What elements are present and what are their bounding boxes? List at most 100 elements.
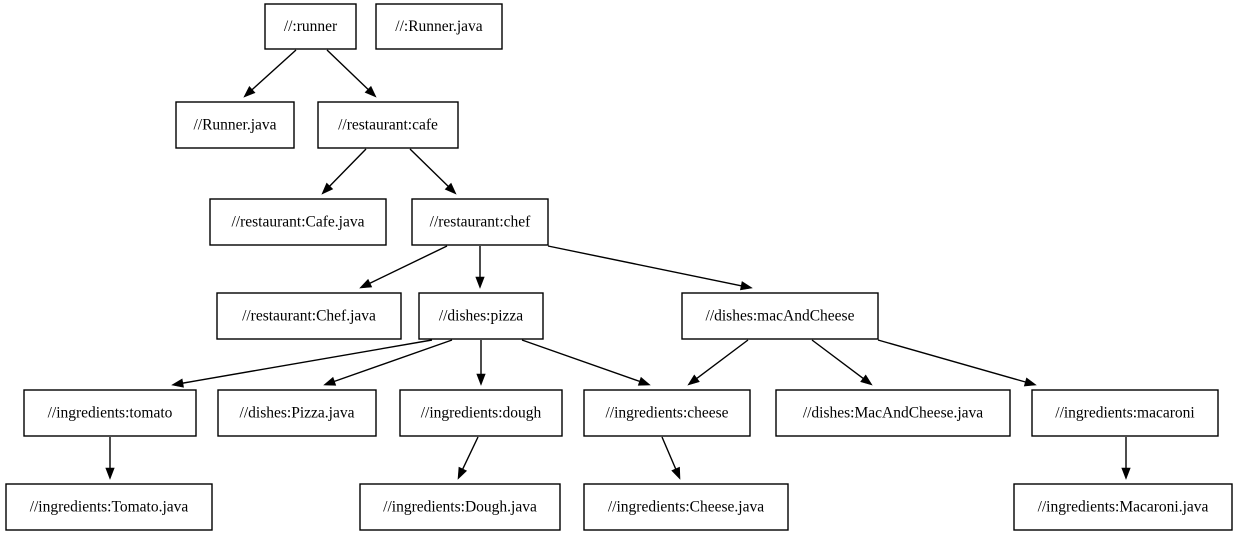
graph-edge: //ingredients:tomato → //ingredients:Tom… xyxy=(105,437,115,480)
edge-line xyxy=(811,339,864,379)
node-box[interactable] xyxy=(411,198,549,246)
edge-line xyxy=(369,245,448,284)
edge-line xyxy=(326,49,369,90)
node-box[interactable] xyxy=(681,292,879,340)
edge-arrowhead-icon xyxy=(323,376,337,386)
graph-edge: //dishes:macAndCheese → //dishes:MacAndC… xyxy=(811,339,873,386)
graph-node-mac_java[interactable]: //dishes:MacAndCheese.java xyxy=(775,389,1011,437)
graph-node-macaroni_java[interactable]: //ingredients:Macaroni.java xyxy=(1013,483,1233,531)
edge-arrowhead-icon xyxy=(687,374,700,386)
node-label: //ingredients:Cheese.java xyxy=(608,499,764,516)
edge-line xyxy=(877,339,1026,383)
graph-node-runner_java[interactable]: //Runner.java xyxy=(175,101,295,149)
graph-edge: //restaurant:cafe → //restaurant:chef xyxy=(409,148,457,195)
node-label: //dishes:Pizza.java xyxy=(240,405,355,422)
graph-node-ing_macaroni[interactable]: //ingredients:macaroni xyxy=(1031,389,1219,437)
edge-arrowhead-icon xyxy=(739,281,753,291)
node-box[interactable] xyxy=(23,389,197,437)
node-box[interactable] xyxy=(418,292,544,340)
edge-line xyxy=(547,245,742,287)
graph-edge: //ingredients:macaroni → //ingredients:M… xyxy=(1121,437,1131,480)
graph-node-restaurant_cafe[interactable]: //restaurant:cafe xyxy=(317,101,459,149)
graph-node-dough_java[interactable]: //ingredients:Dough.java xyxy=(359,483,561,531)
node-box[interactable] xyxy=(175,101,295,149)
graph-edge: //dishes:pizza → //ingredients:dough xyxy=(476,340,486,386)
edge-arrowhead-icon xyxy=(243,85,256,98)
node-box[interactable] xyxy=(775,389,1011,437)
graph-node-cheese_java[interactable]: //ingredients:Cheese.java xyxy=(583,483,789,531)
graph-edge: //restaurant:chef → //dishes:macAndChees… xyxy=(547,245,753,291)
graph-edge: //ingredients:dough → //ingredients:Doug… xyxy=(457,436,479,480)
edge-line xyxy=(462,436,479,470)
edge-arrowhead-icon xyxy=(860,374,873,386)
edge-line xyxy=(661,436,677,470)
node-box[interactable] xyxy=(375,3,503,50)
edge-arrowhead-icon xyxy=(1121,467,1131,480)
graph-node-restaurant_chef[interactable]: //restaurant:chef xyxy=(411,198,549,246)
graph-edge: //restaurant:cafe → //restaurant:Cafe.ja… xyxy=(321,148,367,195)
node-box[interactable] xyxy=(209,198,387,246)
edge-arrowhead-icon xyxy=(444,182,457,195)
node-label: //dishes:MacAndCheese.java xyxy=(803,405,983,422)
edge-arrowhead-icon xyxy=(671,466,681,480)
node-label: //ingredients:Dough.java xyxy=(383,499,537,516)
graph-node-pizza_java[interactable]: //dishes:Pizza.java xyxy=(217,389,377,437)
edge-line xyxy=(409,148,449,187)
graph-node-ing_cheese[interactable]: //ingredients:cheese xyxy=(583,389,751,437)
edge-line xyxy=(329,148,367,187)
edge-line xyxy=(182,339,433,384)
node-box[interactable] xyxy=(216,292,402,340)
node-box[interactable] xyxy=(5,483,213,531)
node-label: //restaurant:chef xyxy=(430,214,532,231)
graph-node-dishes_pizza[interactable]: //dishes:pizza xyxy=(418,292,544,340)
node-box[interactable] xyxy=(399,389,563,437)
node-box[interactable] xyxy=(583,389,751,437)
edge-line xyxy=(521,339,640,383)
edge-arrowhead-icon xyxy=(476,373,486,386)
node-label: //ingredients:macaroni xyxy=(1055,405,1195,422)
graph-node-dishes_mac[interactable]: //dishes:macAndCheese xyxy=(681,292,879,340)
graph-edge: //dishes:pizza → //ingredients:cheese xyxy=(521,339,651,386)
graph-edge: //:runner → //Runner.java xyxy=(243,49,297,98)
edge-line xyxy=(251,49,297,91)
node-box[interactable] xyxy=(217,389,377,437)
edge-arrowhead-icon xyxy=(637,376,651,386)
node-box[interactable] xyxy=(264,3,357,50)
graph-edge: //dishes:pizza → //ingredients:tomato xyxy=(171,339,433,388)
node-label: //restaurant:cafe xyxy=(338,117,438,134)
edge-arrowhead-icon xyxy=(475,276,485,289)
graph-node-ing_tomato[interactable]: //ingredients:tomato xyxy=(23,389,197,437)
graph-node-ing_dough[interactable]: //ingredients:dough xyxy=(399,389,563,437)
node-label: //dishes:pizza xyxy=(439,308,523,325)
node-label: //:runner xyxy=(284,18,338,35)
node-box[interactable] xyxy=(583,483,789,531)
graph-node-runner[interactable]: //:runner xyxy=(264,3,357,50)
node-label: //Runner.java xyxy=(193,117,276,134)
edge-arrowhead-icon xyxy=(1023,377,1037,387)
node-label: //restaurant:Cafe.java xyxy=(232,214,365,231)
graph-node-tomato_java[interactable]: //ingredients:Tomato.java xyxy=(5,483,213,531)
edge-arrowhead-icon xyxy=(171,378,184,388)
edge-arrowhead-icon xyxy=(105,467,115,480)
nodes-layer: //:runner //:Runner.java //Runner.java //re… xyxy=(5,3,1233,531)
edge-line xyxy=(334,339,453,383)
graph-node-cafe_java[interactable]: //restaurant:Cafe.java xyxy=(209,198,387,246)
edges-layer: //:runner → //Runner.java //:runner → //r… xyxy=(105,49,1131,480)
graph-edge: //restaurant:chef → //restaurant:Chef.ja… xyxy=(359,245,448,289)
node-box[interactable] xyxy=(359,483,561,531)
node-box[interactable] xyxy=(1013,483,1233,531)
node-box[interactable] xyxy=(317,101,459,149)
graph-edge: //dishes:pizza → //dishes:Pizza.java xyxy=(323,339,453,386)
edge-arrowhead-icon xyxy=(364,85,377,98)
graph-node-root_runner_java[interactable]: //:Runner.java xyxy=(375,3,503,50)
edge-line xyxy=(696,339,749,379)
node-label: //ingredients:cheese xyxy=(605,405,728,422)
graph-edge: //restaurant:chef → //dishes:pizza xyxy=(475,246,485,289)
graph-node-chef_java[interactable]: //restaurant:Chef.java xyxy=(216,292,402,340)
node-label: //restaurant:Chef.java xyxy=(242,308,376,325)
graph-edge: //:runner → //restaurant:cafe xyxy=(326,49,377,98)
node-label: //ingredients:tomato xyxy=(48,405,173,422)
node-box[interactable] xyxy=(1031,389,1219,437)
